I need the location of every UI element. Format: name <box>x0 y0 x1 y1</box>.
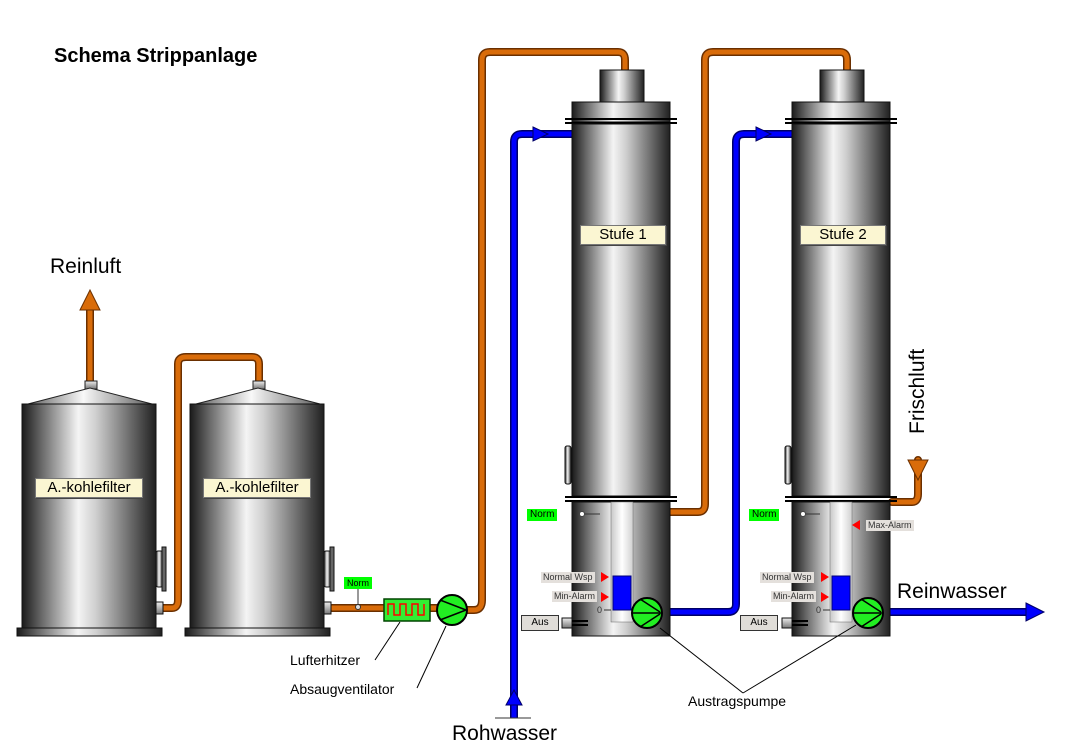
column-2-status-badge: Norm <box>749 509 780 521</box>
pump-1-off-button[interactable]: Aus <box>521 615 559 631</box>
absaugventilator-label: Absaugventilator <box>290 681 395 697</box>
max-alarm-marker-icon <box>852 520 860 530</box>
discharge-pump-2[interactable] <box>852 597 884 629</box>
stripping-column-2 <box>781 69 897 637</box>
reinwasser-arrow-icon <box>1025 602 1046 622</box>
rohwasser-arrow-icon <box>505 688 523 706</box>
stripping-column-1 <box>561 69 677 637</box>
min-alarm-marker-icon <box>601 592 609 602</box>
carbon-filter-2 <box>184 380 335 637</box>
discharge-pump-1[interactable] <box>631 597 663 629</box>
austragspumpe-label: Austragspumpe <box>688 693 787 709</box>
rohwasser-label: Rohwasser <box>452 722 558 745</box>
carbon-filter-1 <box>16 380 167 637</box>
water-pipes <box>510 130 1030 718</box>
heater-status-badge: Norm <box>344 577 372 589</box>
frischluft-arrow-icon <box>907 459 929 482</box>
filter-2-name-plate: A.-kohlefilter <box>203 478 311 498</box>
min-alarm-marker-icon <box>821 592 829 602</box>
column-1-min-alarm-label: Min-Alarm <box>552 591 598 602</box>
column-2-level-bar <box>831 575 851 611</box>
air-heater[interactable] <box>383 598 431 622</box>
frischluft-label: Frischluft <box>906 348 929 434</box>
reinluft-label: Reinluft <box>50 255 122 278</box>
column-1-status-badge: Norm <box>527 509 558 521</box>
column-2-zero-label: 0 <box>816 605 822 615</box>
air-pipes <box>86 48 922 614</box>
column-1-name-plate: Stufe 1 <box>580 225 666 245</box>
column-1-normal-level-label: Normal Wsp <box>541 572 595 583</box>
column2-inlet-arrow-icon <box>755 126 773 142</box>
normal-level-marker-icon <box>601 572 609 582</box>
pump-2-off-button[interactable]: Aus <box>740 615 778 631</box>
column-2-max-alarm-label: Max-Alarm <box>866 520 914 531</box>
column-2-min-alarm-label: Min-Alarm <box>771 591 817 602</box>
page-title: Schema Strippanlage <box>54 45 258 67</box>
reinluft-arrow-icon <box>79 288 101 311</box>
exhaust-fan[interactable] <box>436 594 468 626</box>
column-1-zero-label: 0 <box>597 605 603 615</box>
normal-level-marker-icon <box>821 572 829 582</box>
filter-1-name-plate: A.-kohlefilter <box>35 478 143 498</box>
lufterhitzer-label: Lufterhitzer <box>290 652 361 668</box>
column1-inlet-arrow-icon <box>532 126 550 142</box>
column-2-name-plate: Stufe 2 <box>800 225 886 245</box>
column-1-level-bar <box>612 575 632 611</box>
column-2-normal-level-label: Normal Wsp <box>760 572 814 583</box>
reinwasser-label: Reinwasser <box>897 580 1007 603</box>
